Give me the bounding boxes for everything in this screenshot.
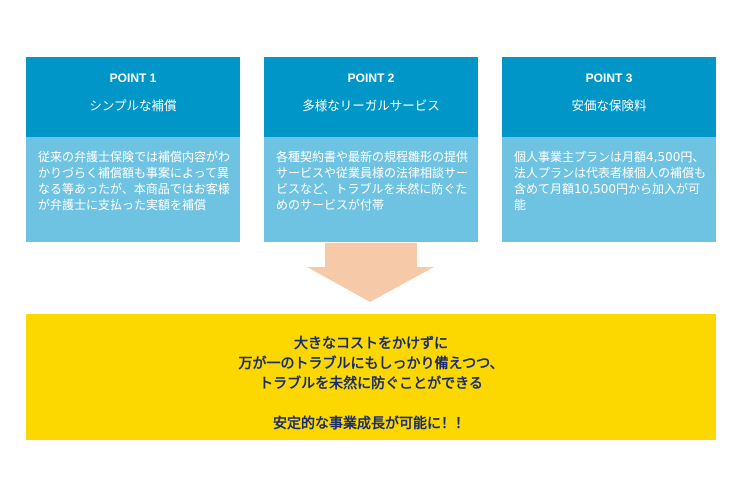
result-line: トラブルを未然に防ぐことができる [259,376,483,392]
result-conclusion: 安定的な事業成長が可能に！！ [273,416,469,432]
down-arrow-icon [307,243,434,302]
point-title: シンプルな補償 [89,98,177,113]
point-card-header: POINT 3 安価な保険料 [502,57,716,137]
point-card-1: POINT 1 シンプルな補償 従来の弁護士保険では補償内容がわかりづらく補償額も… [26,57,240,242]
point-card-header: POINT 1 シンプルな補償 [26,57,240,137]
point-card-2: POINT 2 多様なリーガルサービス 各種契約書や最新の規程雛形の提供サービスや… [264,57,478,242]
point-description: 各種契約書や最新の規程雛形の提供サービスや従業員様の法律相談サービスなど、トラブ… [276,150,469,212]
point-label: POINT 3 [585,71,633,85]
point-card-3: POINT 3 安価な保険料 個人事業主プランは月額4,500円、法人プランは代表… [502,57,716,242]
point-description: 従来の弁護士保険では補償内容がわかりづらく補償額も事案によって異なる等あったが、… [38,150,231,212]
result-line: 大きなコストをかけずに [294,336,448,352]
point-title: 多様なリーガルサービス [302,98,440,113]
point-label: POINT 1 [109,71,157,85]
point-label: POINT 2 [347,71,395,85]
point-title: 安価な保険料 [571,98,647,113]
result-line: 万が一のトラブルにもしっかり備えつつ、 [238,356,504,372]
result-box: 大きなコストをかけずに 万が一のトラブルにもしっかり備えつつ、 トラブルを未然に… [26,314,716,440]
point-description: 個人事業主プランは月額4,500円、法人プランは代表者様個人の補償も含めて月額1… [514,150,707,212]
point-card-header: POINT 2 多様なリーガルサービス [264,57,478,137]
